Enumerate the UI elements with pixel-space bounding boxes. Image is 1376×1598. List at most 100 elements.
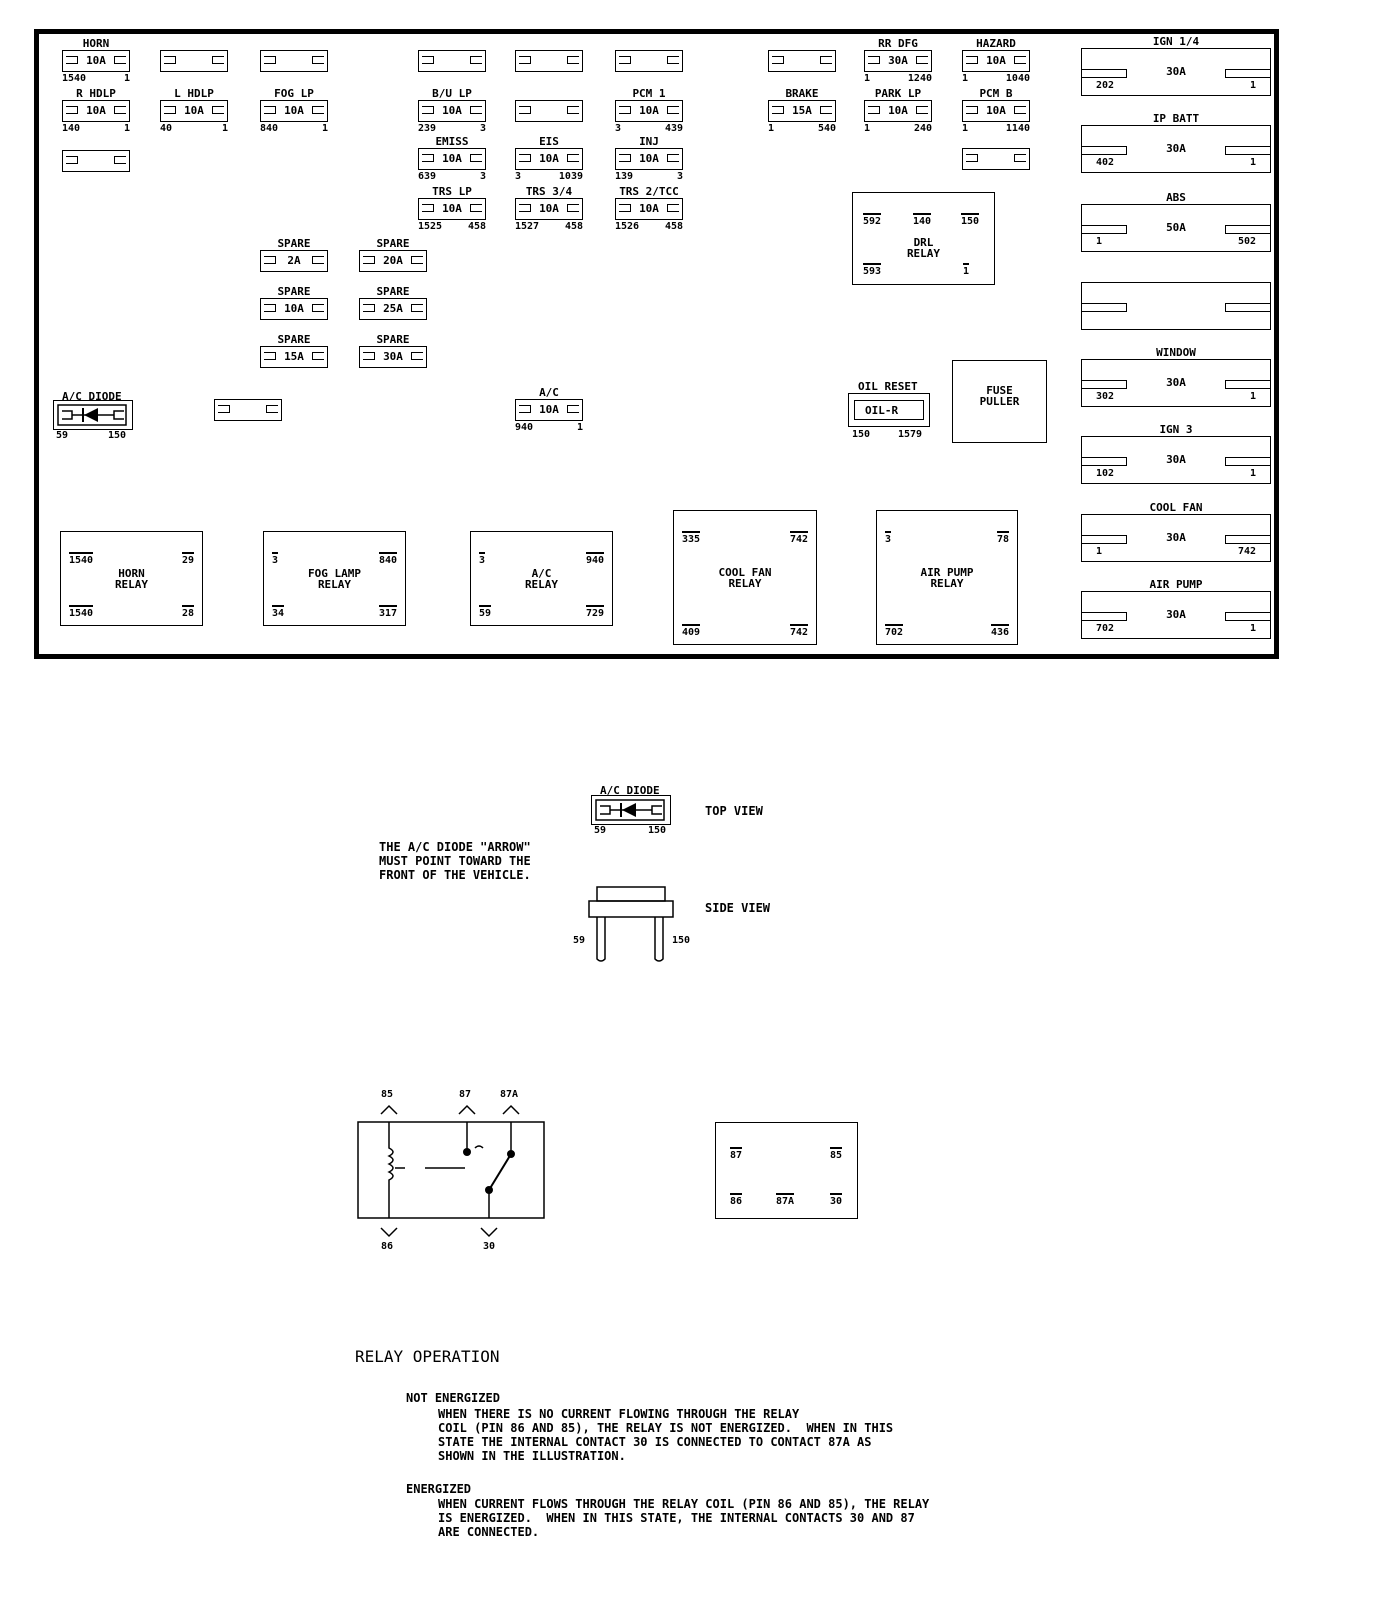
fuse-amp: 10A — [86, 104, 106, 117]
fuse-terminal-right — [411, 256, 423, 264]
diode-detail-top — [591, 795, 671, 825]
fuse-brake: 15A — [768, 100, 836, 122]
relay-term-tr: 78 — [996, 531, 1009, 545]
maxi-terminal-right — [1225, 225, 1270, 234]
schem-pin-87: 87 — [459, 1089, 472, 1100]
fuse-amp: 10A — [639, 104, 659, 117]
oil-reset-pin-right: 1579 — [898, 429, 923, 440]
fuse-terminal-left — [264, 352, 276, 360]
relay-title: COOL FAN RELAY — [718, 565, 772, 590]
drl-relay: 592 140 150 DRL RELAY 593 1 — [852, 192, 995, 285]
fuse-amp: 10A — [284, 302, 304, 315]
fuse-trs-2tcc: 10A — [615, 198, 683, 220]
relay-term-br: 742 — [789, 624, 808, 638]
fuse-spare-15a: 15A — [260, 346, 328, 368]
drl-term-1: 592 — [863, 213, 882, 227]
fuse-label-brake: BRAKE — [785, 87, 819, 100]
maxi-terminal-left — [1082, 225, 1127, 234]
fuse-pin-left: 940 — [515, 422, 534, 433]
relay-term-tl: 1540 — [69, 552, 94, 566]
energized-title: ENERGIZED — [406, 1482, 472, 1496]
energized-text: WHEN CURRENT FLOWS THROUGH THE RELAY COI… — [438, 1497, 930, 1539]
fuse-terminal-right — [114, 106, 126, 114]
fuse-pin-left: 1 — [864, 73, 871, 84]
fuse-terminal-left — [264, 56, 276, 64]
maxi-terminal-left — [1082, 69, 1127, 78]
fuse-pin-right: 1 — [576, 422, 583, 433]
fuse-label-inj: INJ — [639, 135, 659, 148]
fuse-terminal-right — [667, 204, 679, 212]
fuse-blank5 — [615, 50, 683, 72]
drl-term-2: 140 — [913, 213, 932, 227]
fuse-pin-left: 1 — [962, 73, 969, 84]
fuse-pin-right: 1 — [321, 123, 328, 134]
fuse-pin-right: 240 — [913, 123, 932, 134]
fuse-blank3 — [418, 50, 486, 72]
fuse-r-hdlp: 10A — [62, 100, 130, 122]
fuse-terminal-right — [567, 154, 579, 162]
relay-term-bl: 34 — [272, 605, 285, 619]
ac-diode-pin-left: 59 — [56, 430, 69, 441]
maxi-amp: 30A — [1166, 142, 1186, 155]
fuse-puller: FUSE PULLER — [952, 360, 1047, 443]
fuse-terminal-left — [363, 304, 375, 312]
fuse-terminal-left — [164, 56, 176, 64]
fuse-park-lp: 10A — [864, 100, 932, 122]
drl-term-3: 150 — [961, 213, 980, 227]
fuse-pin-right: 1 — [123, 123, 130, 134]
fuse-pin-right: 1039 — [558, 171, 583, 182]
maxi-pin-right: 1 — [1249, 623, 1256, 634]
fuse-label-horn: HORN — [82, 37, 110, 50]
fuse-amp: 10A — [184, 104, 204, 117]
maxi-label: IGN 1/4 — [1152, 35, 1200, 48]
relay-term-tl: 3 — [479, 552, 486, 566]
fuse-terminal-left — [619, 154, 631, 162]
fuse-terminal-right — [567, 204, 579, 212]
fuse-pin-left: 1525 — [418, 221, 443, 232]
relay-pinout: 87 85 86 87A 30 — [715, 1122, 858, 1219]
fuse-terminal-right — [667, 106, 679, 114]
maxi-pin-left: 702 — [1096, 623, 1115, 634]
fuse-label-l-hdlp: L HDLP — [174, 87, 214, 100]
fuse-amp: 20A — [383, 254, 403, 267]
fuse-ac: 10A — [515, 399, 583, 421]
fuse-amp: 30A — [888, 54, 908, 67]
fuse-terminal-right — [312, 304, 324, 312]
relay-schematic — [357, 1104, 545, 1238]
fuse-blank4 — [515, 50, 583, 72]
fuse-terminal-right — [916, 106, 928, 114]
fuse-label-park-lp: PARK LP — [874, 87, 922, 100]
diode-detail-pin-left: 59 — [594, 825, 607, 836]
relay-title: HORN RELAY — [114, 566, 149, 591]
maxi-terminal-left — [1082, 303, 1127, 312]
maxi-pin-left: 202 — [1096, 80, 1115, 91]
fuse-terminal-left — [868, 56, 880, 64]
fuse-terminal-right — [820, 56, 832, 64]
fuse-terminal-right — [470, 204, 482, 212]
pinout-86: 86 — [730, 1193, 743, 1207]
top-view-label: TOP VIEW — [705, 804, 763, 818]
maxi-label: COOL FAN — [1149, 501, 1203, 514]
fuse-label-pcm-1: PCM 1 — [632, 87, 666, 100]
fuse-terminal-left — [264, 106, 276, 114]
fuse-pin-right: 1040 — [1005, 73, 1030, 84]
drl-relay-title: DRL RELAY — [906, 236, 941, 260]
fuse-terminal-right — [411, 304, 423, 312]
fuse-label-spare-30a: SPARE — [376, 333, 410, 346]
not-energized-text: WHEN THERE IS NO CURRENT FLOWING THROUGH… — [438, 1407, 894, 1463]
fuse-pin-right: 439 — [664, 123, 683, 134]
fuse-pin-right: 1 — [221, 123, 228, 134]
fuse-terminal-right — [312, 56, 324, 64]
fuse-terminal-right — [312, 352, 324, 360]
fuse-terminal-right — [916, 56, 928, 64]
relay-term-tr: 29 — [181, 552, 194, 566]
fuse-amp: 30A — [383, 350, 403, 363]
fuse-terminal-right — [411, 352, 423, 360]
fuse-pin-right: 3 — [479, 171, 486, 182]
schem-pin-87a: 87A — [500, 1089, 519, 1100]
